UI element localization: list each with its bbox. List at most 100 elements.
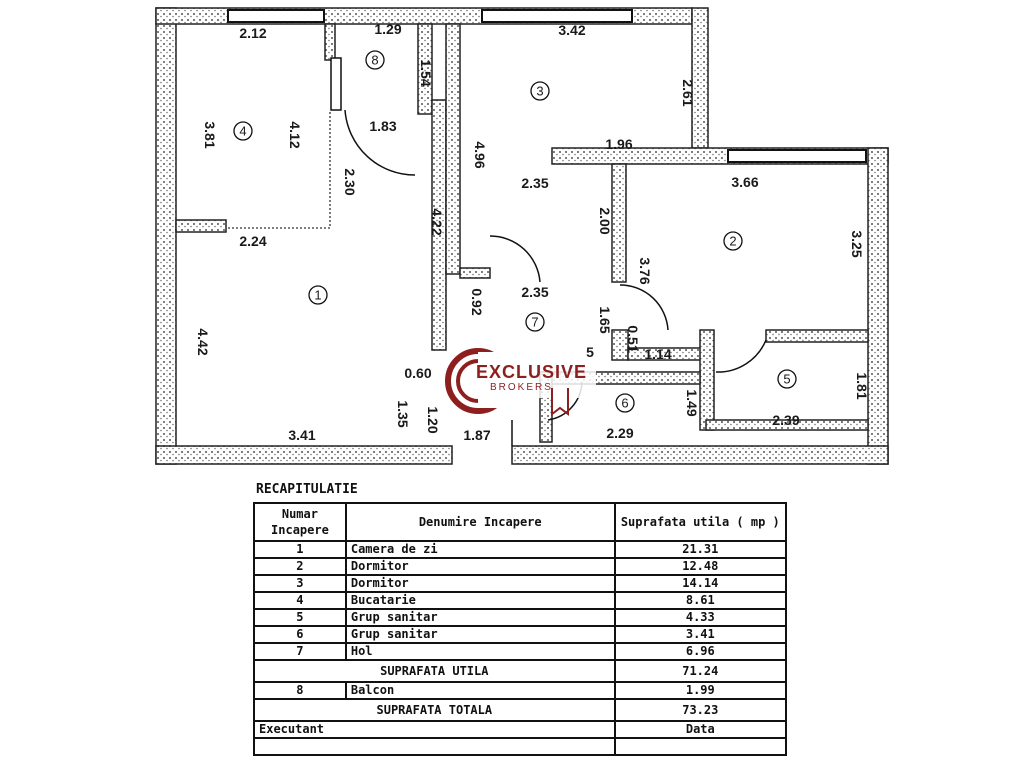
wall <box>765 329 869 343</box>
room-marker-label: 2 <box>729 234 736 249</box>
table-row: 4 Bucatarie 8.61 <box>253 591 788 610</box>
logo-subtext: BROKERS <box>490 382 553 393</box>
wall <box>511 445 889 465</box>
room-area: 21.31 <box>613 540 788 559</box>
room-marker-label: 5 <box>783 372 790 387</box>
dimension-label: 3.76 <box>637 257 653 284</box>
wall <box>175 219 227 233</box>
dimension-label: 4.22 <box>429 208 445 235</box>
window <box>727 149 867 163</box>
room-area: 4.33 <box>613 608 788 627</box>
dimension-label: 3.81 <box>202 121 218 148</box>
dimension-label: 1.20 <box>425 406 441 433</box>
dimension-label: 1.35 <box>395 400 411 427</box>
useful-area-label: SUPRAFATA UTILA <box>253 659 616 683</box>
door-swing <box>619 284 669 331</box>
room-marker-label: 4 <box>239 124 246 139</box>
room-number: 4 <box>253 591 347 610</box>
room-marker-3: 3 <box>530 81 550 101</box>
executant-label: Executant <box>253 720 616 739</box>
dimension-label: 1.49 <box>684 389 700 416</box>
dimension-label: 1.81 <box>854 372 870 399</box>
door-swing <box>715 339 767 373</box>
room-area: 6.96 <box>613 642 788 661</box>
dimension-label: 1.65 <box>597 306 613 333</box>
room-name: Balcon <box>344 681 616 700</box>
logo-text: EXCLUSIVE <box>476 362 588 382</box>
room-number: 2 <box>253 557 347 576</box>
date-cell <box>613 737 788 756</box>
table-row: 7 Hol 6.96 <box>253 642 788 661</box>
room-number: 8 <box>253 681 347 700</box>
table-row: 1 Camera de zi 21.31 <box>253 540 788 559</box>
dimension-label: 1.87 <box>463 427 490 443</box>
door-swing <box>344 109 416 176</box>
dimension-label: 1.83 <box>369 118 396 134</box>
useful-area-value: 71.24 <box>613 659 788 683</box>
table-row: 6 Grup sanitar 3.41 <box>253 625 788 644</box>
dimension-label: 2.30 <box>342 168 358 195</box>
wall <box>324 23 336 61</box>
wall <box>705 419 869 431</box>
table-row: 2 Dormitor 12.48 <box>253 557 788 576</box>
room-area: 1.99 <box>613 681 788 700</box>
wall <box>611 329 629 361</box>
dimension-label: 2.39 <box>772 412 799 428</box>
room-marker-6: 6 <box>615 393 635 413</box>
room-name: Bucatarie <box>344 591 616 610</box>
logo-mark <box>445 348 596 416</box>
date-label: Data <box>613 720 788 739</box>
dimension-label: 2.29 <box>606 425 633 441</box>
dimension-label: 3.41 <box>288 427 315 443</box>
dimension-label: 2.35 <box>521 284 548 300</box>
table-row: 3 Dormitor 14.14 <box>253 574 788 593</box>
wall <box>691 7 709 149</box>
dimension-label: 4.12 <box>287 121 303 148</box>
room-number: 7 <box>253 642 347 661</box>
room-marker-7: 7 <box>525 312 545 332</box>
dimension-label: 2.00 <box>597 207 613 234</box>
recap-table: Numar Incapere Denumire Incapere Suprafa… <box>253 502 788 756</box>
wall <box>867 147 889 465</box>
room-marker-1: 1 <box>308 285 328 305</box>
room-name: Grup sanitar <box>344 625 616 644</box>
total-area-label: SUPRAFATA TOTALA <box>253 698 616 722</box>
header-room-number: Numar Incapere <box>253 502 347 542</box>
useful-area-row: SUPRAFATA UTILA 71.24 <box>253 659 788 683</box>
wall <box>445 23 461 275</box>
dimension-label: 1.29 <box>374 21 401 37</box>
door-frame <box>330 57 342 111</box>
wall <box>155 7 177 465</box>
dimension-label: 4.96 <box>472 141 488 168</box>
table-row: 5 Grup sanitar 4.33 <box>253 608 788 627</box>
room-marker-label: 6 <box>621 396 628 411</box>
wall <box>417 23 433 115</box>
room-area: 8.61 <box>613 591 788 610</box>
room-area: 3.41 <box>613 625 788 644</box>
dimension-label: 1.14 <box>644 346 671 362</box>
wall <box>611 163 627 283</box>
recap-title: RECAPITULATIE <box>256 482 358 497</box>
windows <box>227 9 867 163</box>
dimension-label: 1.96 <box>605 136 632 152</box>
wall <box>155 445 453 465</box>
room-area: 14.14 <box>613 574 788 593</box>
table-header-row: Numar Incapere Denumire Incapere Suprafa… <box>253 502 788 542</box>
room-area: 12.48 <box>613 557 788 576</box>
dimension-label: 2.12 <box>239 25 266 41</box>
kitchen-boundary <box>226 112 331 229</box>
total-area-row: SUPRAFATA TOTALA 73.23 <box>253 698 788 722</box>
dimension-label: 0.92 <box>469 288 485 315</box>
room-marker-label: 3 <box>536 84 543 99</box>
dimension-label: 4.42 <box>195 328 211 355</box>
dimension-label: 2.61 <box>680 79 696 106</box>
room-number: 5 <box>253 608 347 627</box>
wall <box>459 267 491 279</box>
watermark-logo: EXCLUSIVE BROKERS <box>440 344 600 418</box>
signature-cell <box>253 737 616 756</box>
room-name: Dormitor <box>344 574 616 593</box>
total-area-value: 73.23 <box>613 698 788 722</box>
dimension-label: 0.60 <box>404 365 431 381</box>
